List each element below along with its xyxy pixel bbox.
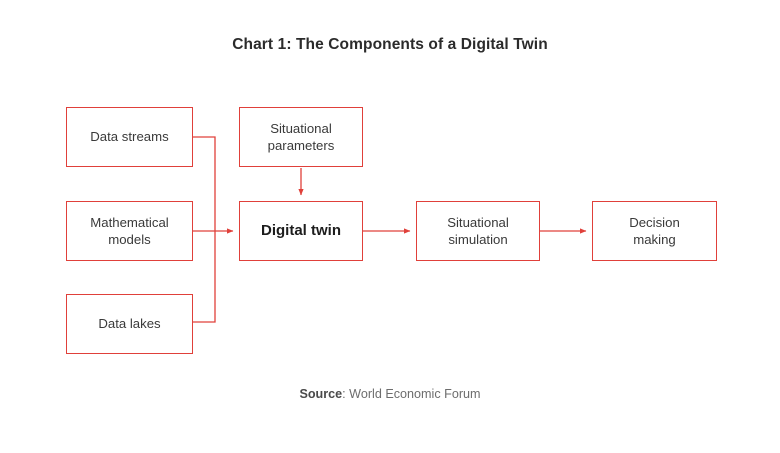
source-separator: : xyxy=(342,387,350,401)
node-digital-twin[interactable]: Digital twin xyxy=(239,201,363,261)
connector-data-lakes-to-bus xyxy=(193,231,216,323)
page-title: Chart 1: The Components of a Digital Twi… xyxy=(232,36,548,53)
connector-data-streams-to-bus xyxy=(193,136,216,231)
source-label: Source xyxy=(299,387,343,401)
node-label: Digital twin xyxy=(261,222,341,240)
source-value: World Economic Forum xyxy=(349,387,481,401)
node-data-streams[interactable]: Data streams xyxy=(66,107,193,167)
node-data-lakes[interactable]: Data lakes xyxy=(66,294,193,354)
source-note: Source: World Economic Forum xyxy=(0,387,780,401)
node-label: Data streams xyxy=(90,129,169,145)
node-label: Data lakes xyxy=(98,316,161,332)
